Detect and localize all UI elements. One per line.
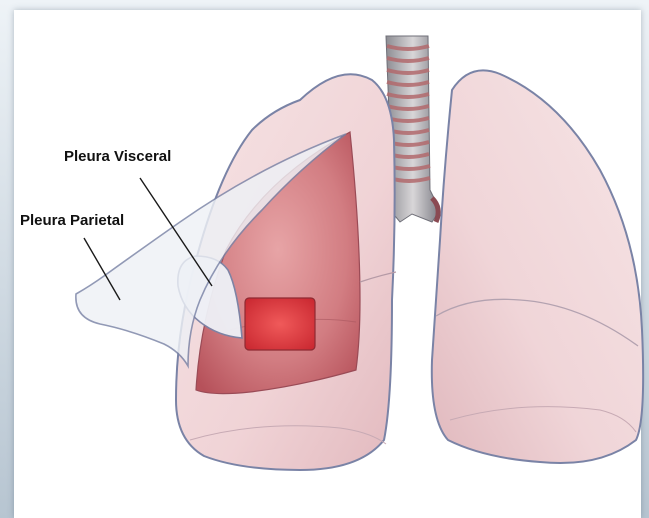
pleural-cavity-window	[245, 298, 315, 350]
label-pleura-visceral: Pleura Visceral	[64, 148, 171, 165]
right-side-lung	[432, 70, 643, 463]
label-pleura-parietal: Pleura Parietal	[20, 212, 124, 229]
